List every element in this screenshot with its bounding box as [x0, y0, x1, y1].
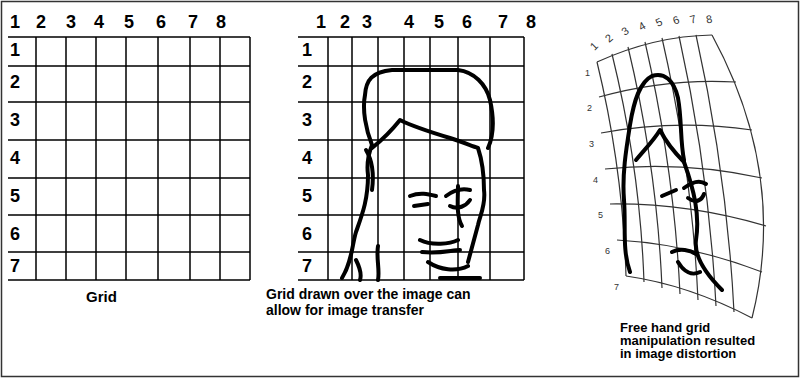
distorted-face-drawing — [623, 75, 722, 290]
column-number: 8 — [216, 12, 226, 33]
row-number: 2 — [10, 72, 20, 93]
column-number: 7 — [498, 12, 508, 33]
row-number: 7 — [302, 256, 312, 277]
column-number: 8 — [526, 12, 536, 33]
column-number: 6 — [156, 12, 166, 33]
image-grid — [298, 37, 524, 280]
row-number: 1 — [585, 68, 590, 78]
column-number: 4 — [94, 12, 104, 33]
caption: Grid drawn over the image can allow for … — [266, 286, 488, 318]
column-number: 1 — [10, 12, 20, 33]
row-number: 7 — [10, 256, 20, 277]
caption: Free hand grid manipulation resulted in … — [620, 321, 762, 360]
column-number: 5 — [654, 15, 665, 29]
column-number: 7 — [188, 12, 198, 33]
row-number: 3 — [302, 110, 312, 131]
row-number: 3 — [589, 139, 594, 149]
plain-grid — [8, 37, 250, 280]
column-number: 1 — [587, 40, 600, 53]
row-number: 1 — [10, 40, 20, 61]
column-number: 5 — [124, 12, 134, 33]
column-number: 1 — [316, 12, 326, 33]
row-number: 7 — [614, 282, 619, 292]
row-number: 6 — [10, 224, 20, 245]
column-number: 7 — [688, 12, 697, 26]
row-number: 2 — [587, 103, 592, 113]
row-number: 5 — [302, 186, 312, 207]
caption: Grid — [86, 288, 117, 305]
column-number: 3 — [66, 12, 76, 33]
column-number: 2 — [340, 12, 350, 33]
column-number: 3 — [619, 24, 631, 38]
column-number: 6 — [671, 13, 681, 27]
face-drawing — [342, 70, 493, 280]
column-number: 4 — [404, 12, 414, 33]
row-number: 4 — [302, 148, 312, 169]
row-number: 6 — [605, 246, 610, 256]
distorted-grid — [597, 35, 766, 318]
row-number: 2 — [302, 72, 312, 93]
row-number: 5 — [10, 186, 20, 207]
column-number: 4 — [636, 19, 648, 33]
column-number: 2 — [36, 12, 46, 33]
column-number: 5 — [434, 12, 444, 33]
column-number: 6 — [462, 12, 472, 33]
column-number: 3 — [362, 12, 372, 33]
row-number: 4 — [10, 148, 20, 169]
row-number: 3 — [10, 110, 20, 131]
column-number: 2 — [603, 32, 616, 46]
row-number: 1 — [302, 40, 312, 61]
row-number: 4 — [593, 175, 598, 185]
row-number: 6 — [302, 224, 312, 245]
row-number: 5 — [598, 210, 603, 220]
column-number: 8 — [705, 13, 713, 27]
